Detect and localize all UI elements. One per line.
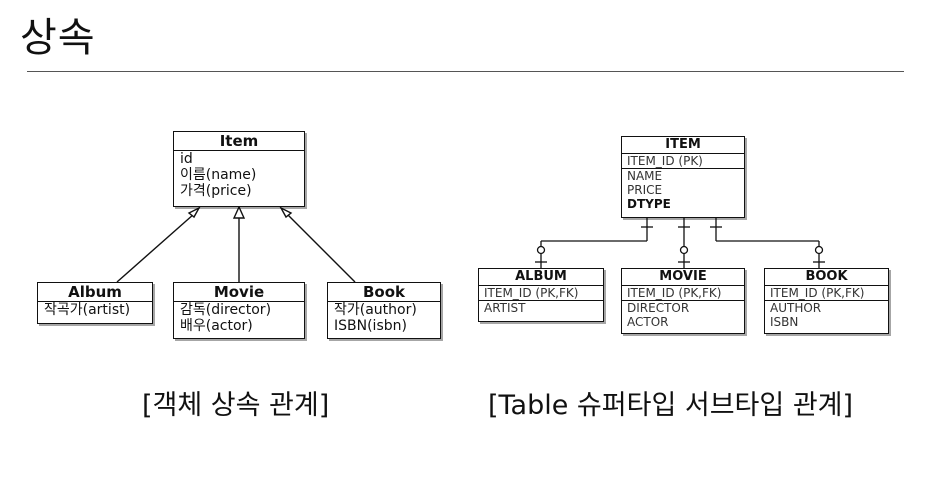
class-fields: 감독(director) 배우(actor) xyxy=(174,302,304,334)
page-title: 상속 xyxy=(20,15,96,61)
table-name: ITEM xyxy=(622,137,744,154)
table-columns: NAME PRICE DTYPE xyxy=(622,169,744,211)
table-name: ALBUM xyxy=(479,269,603,286)
table-column: AUTHOR xyxy=(770,301,822,315)
table-box-item: ITEM ITEM_ID (PK) NAME PRICE DTYPE xyxy=(621,136,745,218)
table-column: ARTIST xyxy=(484,301,526,315)
table-box-movie: MOVIE ITEM_ID (PK,FK) DIRECTOR ACTOR xyxy=(621,268,745,334)
erd-optional-marker-movie xyxy=(679,245,689,255)
table-pk-column: ITEM_ID (PK) xyxy=(627,154,703,168)
table-name: BOOK xyxy=(765,269,888,286)
class-box-movie: Movie 감독(director) 배우(actor) xyxy=(173,282,305,339)
table-column: PRICE xyxy=(627,183,663,197)
class-name: Movie xyxy=(174,283,304,302)
inheritance-arrowhead-book xyxy=(279,206,293,219)
inheritance-line-album xyxy=(116,213,195,283)
class-field: 작가(author) xyxy=(334,302,417,318)
inheritance-line-book xyxy=(286,213,356,283)
class-fields: 작곡가(artist) xyxy=(38,302,152,318)
class-field: 이름(name) xyxy=(180,167,257,183)
class-fields: 작가(author) ISBN(isbn) xyxy=(328,302,440,334)
table-pk-column: ITEM_ID (PK,FK) xyxy=(484,286,579,300)
table-pk-section: ITEM_ID (PK,FK) xyxy=(479,286,603,301)
table-columns: ARTIST xyxy=(479,301,603,315)
inheritance-arrowhead-album xyxy=(187,206,201,219)
class-name: Item xyxy=(174,132,304,151)
inheritance-arrowhead-movie xyxy=(232,205,246,219)
table-diagram-caption: [Table 슈퍼타입 서브타입 관계] xyxy=(488,390,854,421)
class-box-item: Item id 이름(name) 가격(price) xyxy=(173,131,305,207)
table-pk-column: ITEM_ID (PK,FK) xyxy=(770,286,865,300)
class-name: Book xyxy=(328,283,440,302)
table-box-book: BOOK ITEM_ID (PK,FK) AUTHOR ISBN xyxy=(764,268,889,334)
class-fields: id 이름(name) 가격(price) xyxy=(174,151,304,199)
table-column-discriminator: DTYPE xyxy=(627,197,671,211)
class-name: Album xyxy=(38,283,152,302)
table-box-album: ALBUM ITEM_ID (PK,FK) ARTIST xyxy=(478,268,604,322)
table-columns: AUTHOR ISBN xyxy=(765,301,888,329)
table-column: NAME xyxy=(627,169,663,183)
class-field: 감독(director) xyxy=(180,302,272,318)
class-box-book: Book 작가(author) ISBN(isbn) xyxy=(327,282,441,339)
object-diagram-caption: [객체 상속 관계] xyxy=(142,390,330,421)
table-name: MOVIE xyxy=(622,269,744,286)
table-columns: DIRECTOR ACTOR xyxy=(622,301,744,329)
class-box-album: Album 작곡가(artist) xyxy=(37,282,153,324)
table-pk-section: ITEM_ID (PK) xyxy=(622,154,744,169)
erd-optional-marker-album xyxy=(536,245,546,255)
table-column: ISBN xyxy=(770,315,799,329)
class-field: id xyxy=(180,151,193,167)
class-field: ISBN(isbn) xyxy=(334,318,407,334)
table-column: DIRECTOR xyxy=(627,301,690,315)
table-pk-column: ITEM_ID (PK,FK) xyxy=(627,286,722,300)
title-divider xyxy=(27,71,904,72)
table-column: ACTOR xyxy=(627,315,669,329)
erd-optional-marker-book xyxy=(814,245,824,255)
class-field: 배우(actor) xyxy=(180,318,253,334)
class-field: 가격(price) xyxy=(180,183,252,199)
table-pk-section: ITEM_ID (PK,FK) xyxy=(622,286,744,301)
class-field: 작곡가(artist) xyxy=(44,302,131,318)
table-pk-section: ITEM_ID (PK,FK) xyxy=(765,286,888,301)
